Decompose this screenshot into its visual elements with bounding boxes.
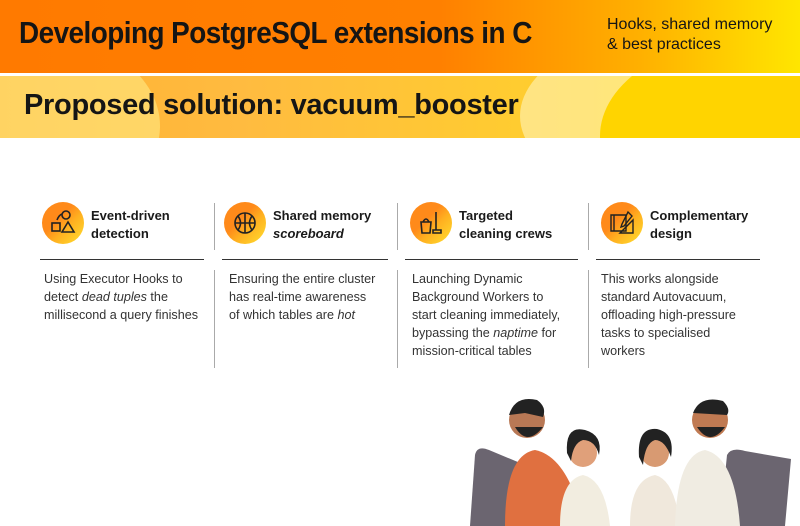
column-divider [214,203,215,250]
heading-rule [40,259,204,260]
heading-rule [222,259,388,260]
bucket-mop-icon [410,202,452,244]
slide-title: Developing PostgreSQL extensions in C [19,15,532,50]
basketball-icon [224,202,266,244]
section-banner [0,76,800,138]
slide-subtitle: Hooks, shared memory & best practices [607,15,772,55]
subtitle-line: & best practices [607,36,721,53]
column-divider [214,270,215,368]
section-title: Proposed solution: vacuum_booster [24,89,519,121]
subtitle-line: Hooks, shared memory [607,16,773,33]
column-divider [588,270,589,368]
team-illustration [470,399,791,526]
title-banner: Developing PostgreSQL extensions in C Ho… [0,0,800,73]
heading-rule [405,259,578,260]
column-divider [588,203,589,250]
column-divider [397,270,398,368]
column-divider [397,203,398,250]
heading-rule [596,259,760,260]
shapes-icon [42,202,84,244]
blueprint-icon [601,202,643,244]
